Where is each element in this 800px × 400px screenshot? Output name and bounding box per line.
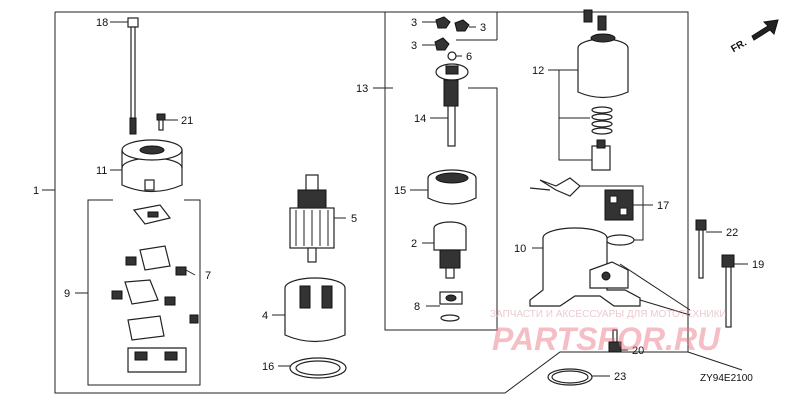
solenoid-spring-part — [591, 106, 613, 135]
o-ring-part — [547, 368, 593, 386]
callout-10: 10 — [514, 243, 526, 255]
callout-8: 8 — [414, 301, 420, 313]
leader-housing-22 — [639, 299, 691, 316]
diagram-code: ZY94E2100 — [700, 373, 753, 384]
callout-2: 2 — [411, 238, 417, 250]
nut-part — [434, 16, 470, 51]
small-bolt-part — [608, 329, 622, 353]
rear-cover-part — [121, 139, 183, 193]
stop-collar-part — [439, 291, 463, 322]
washer-part — [447, 51, 457, 61]
callout-3b: 3 — [480, 22, 486, 34]
callout-1: 1 — [33, 185, 39, 197]
front-housing-part — [529, 227, 641, 307]
callout-23: 23 — [614, 371, 626, 383]
callout-5: 5 — [351, 213, 357, 225]
solenoid-group-bracket-line — [558, 69, 592, 161]
callout-3a: 3 — [411, 17, 417, 29]
lever-group-bracket-line — [580, 185, 644, 241]
gear-ring-part — [427, 169, 477, 205]
front-arrow-icon — [751, 19, 779, 41]
pinion-gear-part — [433, 221, 467, 279]
callout-3c: 3 — [411, 40, 417, 52]
brush-spring-part — [111, 256, 199, 324]
callout-7: 7 — [205, 270, 211, 282]
solenoid-part — [577, 9, 629, 99]
callout-15: 15 — [394, 185, 406, 197]
callout-13: 13 — [356, 83, 368, 95]
watermark-tagline: ЗАПЧАСТИ И АКСЕССУАРЫ ДЛЯ МОТОТЕХНИКИ — [490, 309, 727, 320]
long-bolt-part — [721, 254, 735, 328]
callout-22: 22 — [726, 227, 738, 239]
callout-14: 14 — [414, 113, 426, 125]
callout-19: 19 — [752, 259, 764, 271]
through-bolt-part — [127, 17, 139, 135]
brush-holder-part — [124, 204, 187, 373]
front-label: FR. — [729, 37, 749, 55]
callout-6: 6 — [466, 51, 472, 63]
nut-group-bracket-line — [385, 11, 498, 41]
watermark-logo: PARTSFOR.RU — [492, 321, 721, 357]
brush-group-bracket-line — [87, 199, 201, 386]
pinion-shaft-part — [435, 63, 469, 147]
leader-housing-19 — [619, 263, 691, 311]
callout-17: 17 — [657, 200, 669, 212]
screw-part — [156, 113, 166, 131]
callout-16: 16 — [262, 361, 274, 373]
callout-21: 21 — [181, 115, 193, 127]
leader-7 — [185, 269, 196, 276]
callout-4: 4 — [262, 310, 268, 322]
packing-part — [604, 189, 635, 246]
flange-bolt-part — [695, 219, 707, 279]
callout-9: 9 — [64, 288, 70, 300]
callout-12: 12 — [532, 65, 544, 77]
yoke-part — [284, 277, 346, 343]
callout-11: 11 — [96, 165, 107, 177]
plunger-part — [591, 139, 611, 171]
callout-20: 20 — [632, 345, 644, 357]
gasket-part — [289, 357, 347, 379]
shaft-group-bracket-line — [384, 12, 498, 331]
assembly-bracket-line — [54, 11, 743, 394]
shift-lever-part — [529, 177, 581, 197]
callout-18: 18 — [96, 17, 108, 29]
armature-part — [289, 174, 335, 263]
